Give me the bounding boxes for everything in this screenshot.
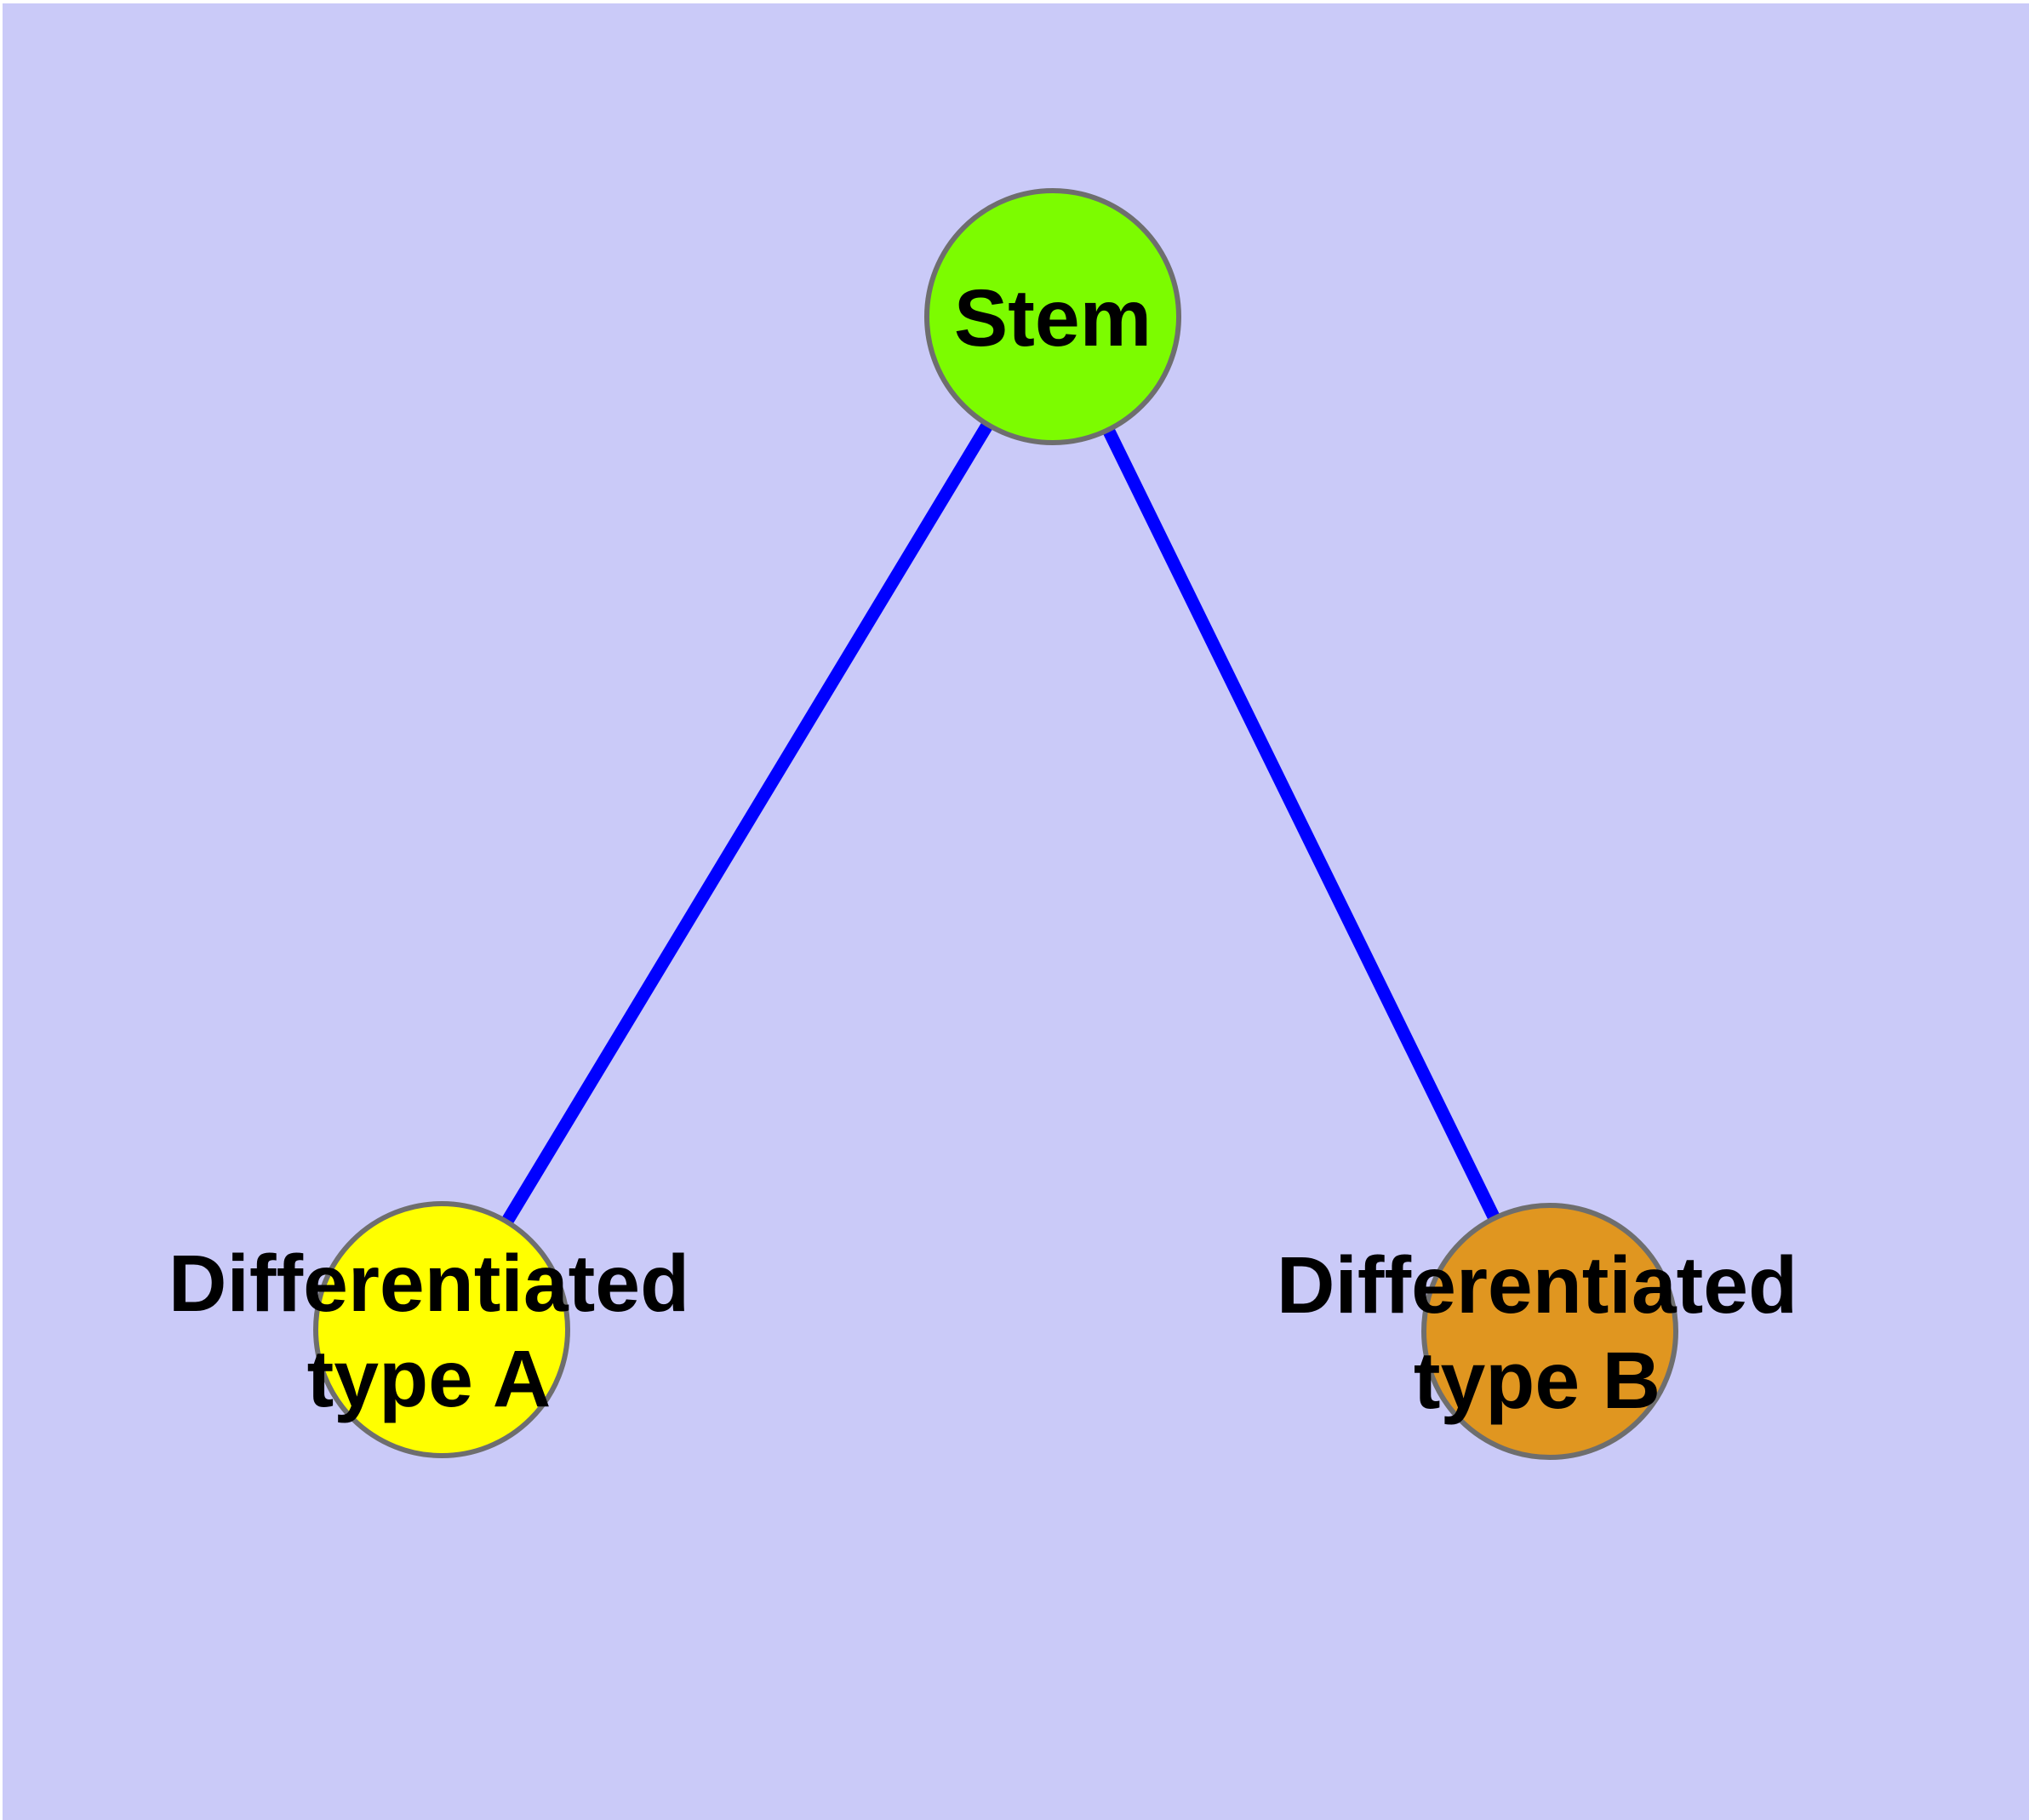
node-label-stem: Stem — [954, 273, 1152, 363]
node-label-line: type A — [307, 1334, 552, 1424]
node-label-line: type B — [1414, 1336, 1660, 1426]
node-differentiated-type-a — [313, 1201, 570, 1458]
nodes-layer — [313, 188, 1678, 1460]
node-label-line: Stem — [954, 273, 1152, 363]
node-label-line: Differentiated — [1277, 1240, 1798, 1331]
node-label-line: Differentiated — [169, 1239, 689, 1329]
edge-stem-to-type-a — [436, 313, 1059, 1333]
node-differentiated-type-b — [1421, 1203, 1678, 1460]
node-stem — [924, 188, 1181, 445]
edges-layer — [436, 313, 1556, 1335]
edge-stem-to-type-b — [1047, 313, 1556, 1335]
